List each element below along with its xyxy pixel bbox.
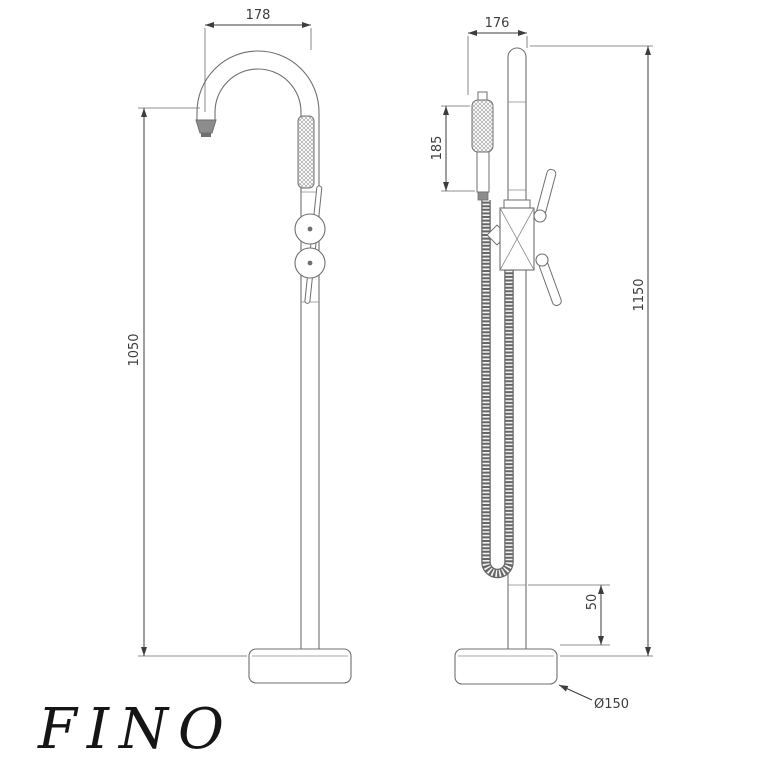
side-handshower-head (471, 99, 494, 153)
dimension-side-depth: 176 (467, 16, 528, 95)
side-view: 176 185 1150 50 Ø150 (430, 16, 653, 712)
front-knob-upper-dot (307, 226, 313, 232)
hose-coil-texture (482, 200, 513, 577)
side-handshower-handle (476, 151, 490, 193)
brand-logo: FINO (37, 697, 234, 762)
dim-label-handset-length: 185 (430, 136, 445, 161)
leader-line (558, 684, 593, 701)
dim-label-front-height: 1050 (127, 333, 142, 366)
dimension-front-spout-reach: 178 (204, 8, 312, 112)
dim-label-side-depth: 176 (485, 16, 510, 31)
side-handshower-nut (477, 191, 489, 201)
front-spout-aerator (201, 133, 211, 137)
side-lever-lower-boss (535, 253, 549, 267)
side-mixer-cross-2 (499, 207, 535, 271)
dim-label-base-diameter: Ø150 (594, 697, 629, 712)
side-lever-lower (538, 260, 562, 306)
dim-label-base-gap: 50 (585, 594, 600, 611)
dimension-side-height: 1150 (530, 45, 653, 657)
dimension-base-gap: 50 (528, 584, 610, 646)
front-knob-lower-dot (307, 260, 313, 266)
side-mixer-collar (503, 199, 531, 209)
side-lever-upper-boss (533, 209, 547, 223)
front-handshower-docked (297, 115, 315, 189)
dim-label-front-reach: 178 (246, 8, 271, 23)
front-spout-nozzle (195, 119, 217, 134)
dim-label-side-height: 1150 (632, 278, 647, 311)
front-view: 178 1050 (127, 8, 352, 684)
dimension-front-height: 1050 (127, 107, 247, 657)
front-base (248, 648, 352, 684)
side-base (454, 648, 558, 685)
front-gooseneck-spout (196, 50, 320, 651)
dimension-base-diameter: Ø150 (558, 684, 629, 712)
dimension-handset-length: 185 (430, 105, 475, 192)
